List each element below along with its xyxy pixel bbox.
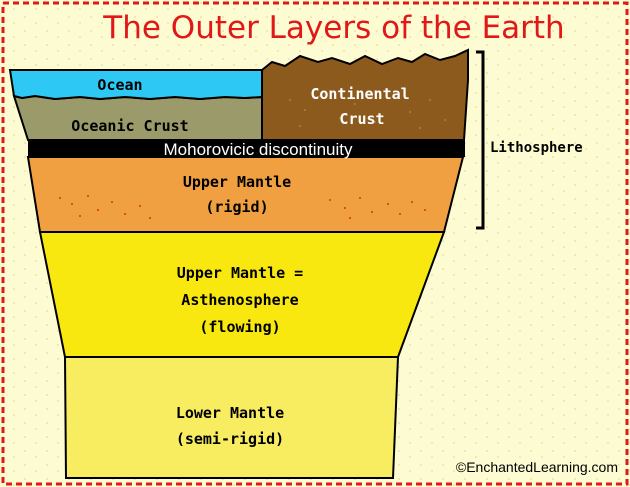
credit-text: ©EnchantedLearning.com	[456, 459, 618, 475]
moho-label: Mohorovicic discontinuity	[164, 140, 353, 159]
diagram-title: The Outer Layers of the Earth	[102, 10, 564, 46]
lithosphere-label: Lithosphere	[490, 140, 583, 156]
asthenosphere-label-line2: Asthenosphere	[181, 291, 298, 309]
lower-mantle-label-line1: Lower Mantle	[176, 404, 284, 422]
asthenosphere-label-line1: Upper Mantle =	[177, 264, 303, 282]
upper-mantle-rigid-label-line1: Upper Mantle	[183, 173, 291, 191]
upper-mantle-rigid-label-line2: (rigid)	[205, 198, 268, 216]
continental-crust-label-line1: Continental	[310, 85, 409, 103]
lower-mantle-label-line2: (semi-rigid)	[176, 430, 284, 448]
asthenosphere-label-line3: (flowing)	[199, 318, 280, 336]
oceanic-crust-label: Oceanic Crust	[71, 117, 188, 135]
ocean-label: Ocean	[97, 76, 142, 94]
continental-crust-label-line2: Crust	[339, 110, 384, 128]
upper-mantle-rigid-layer	[28, 157, 463, 232]
